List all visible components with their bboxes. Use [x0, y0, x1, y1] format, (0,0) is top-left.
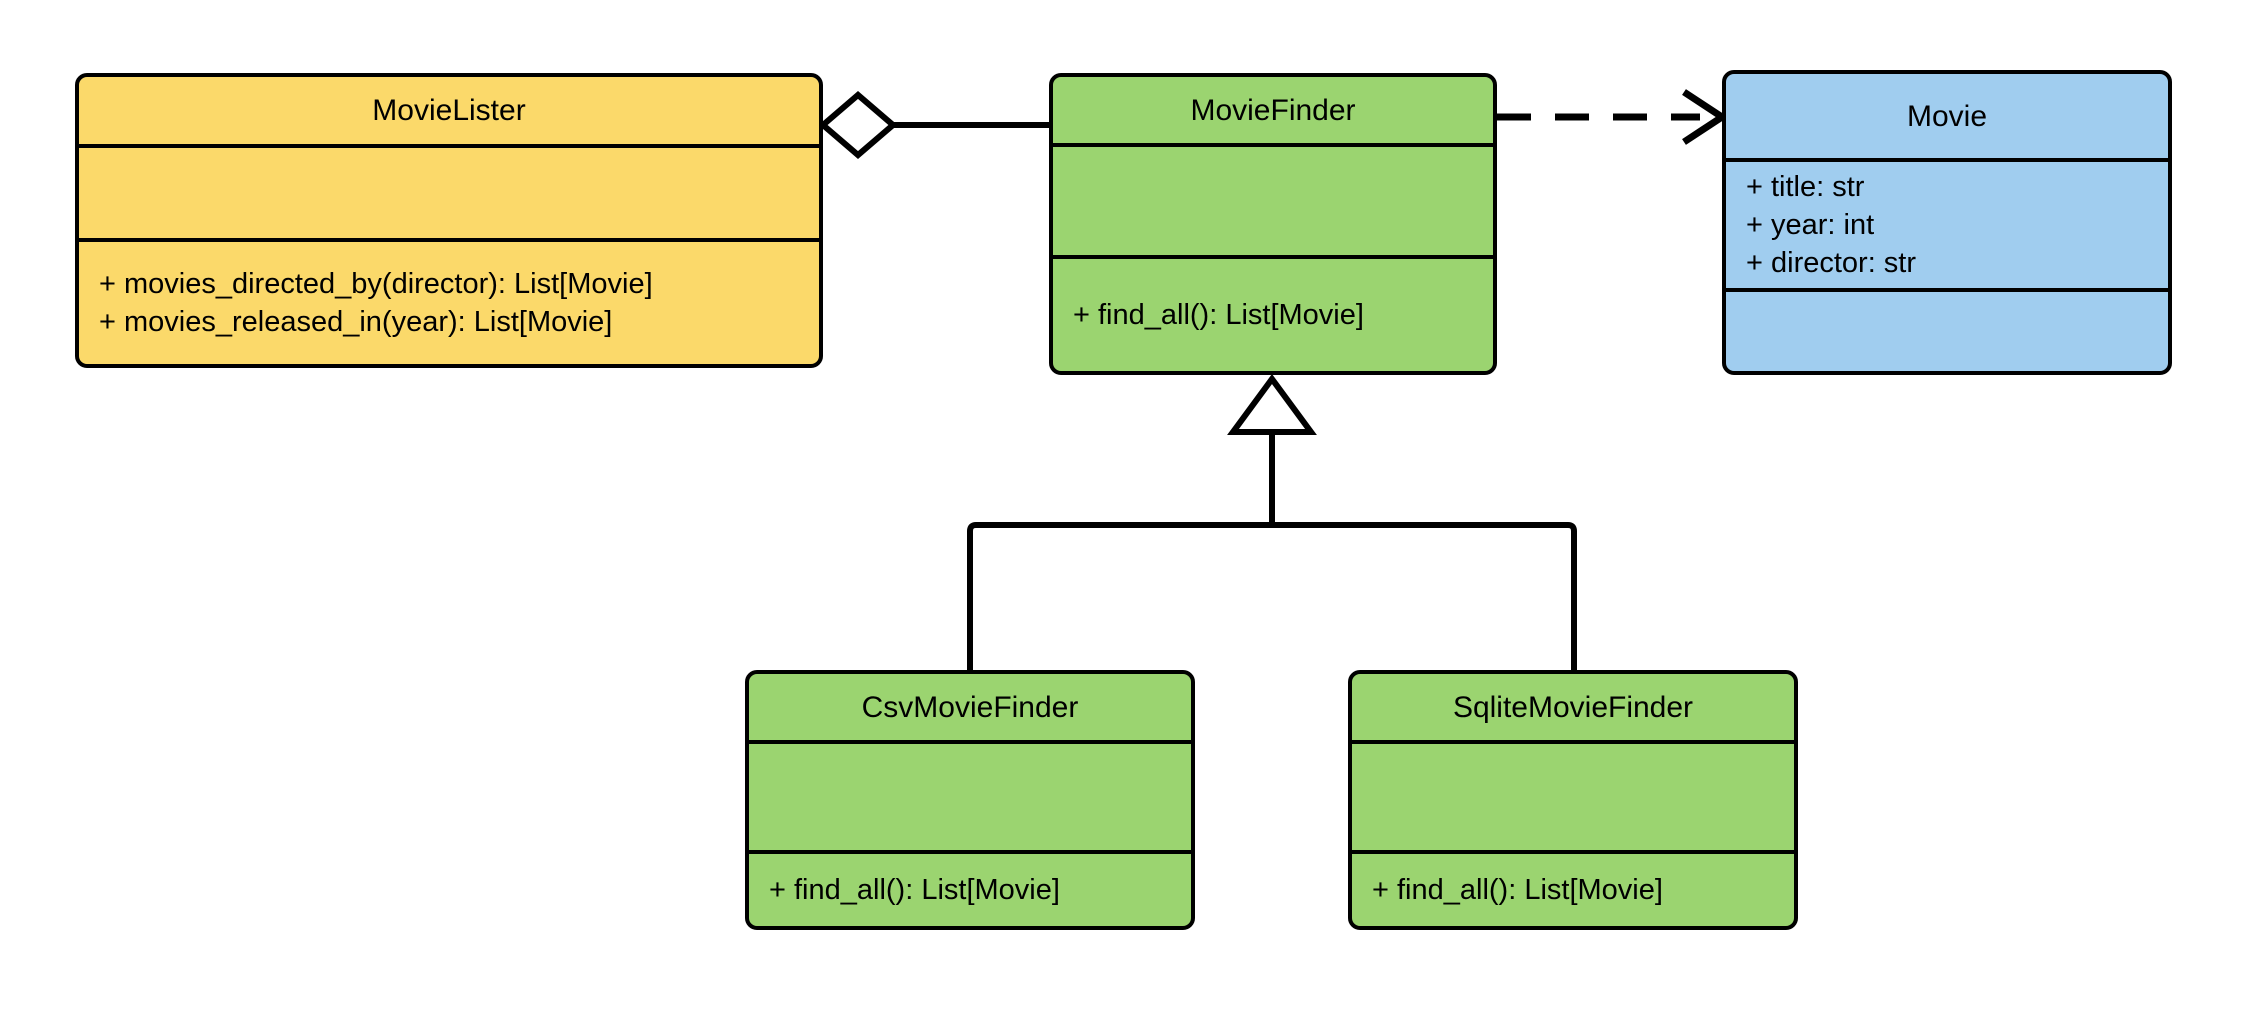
class-box-movie[interactable]: Movie + title: str + year: int + directo… — [1722, 70, 2172, 375]
attribute-item: + year: int — [1746, 208, 1875, 241]
class-attributes-band — [79, 148, 819, 242]
class-name-label: MovieFinder — [1190, 93, 1356, 127]
class-attributes-band — [749, 744, 1191, 854]
operation-item: + find_all(): List[Movie] — [769, 873, 1060, 906]
operation-item: + movies_released_in(year): List[Movie] — [99, 306, 613, 338]
class-operations-band — [1726, 292, 2168, 371]
hollow-diamond-icon — [818, 91, 898, 159]
class-box-csvmoviefinder[interactable]: CsvMovieFinder + find_all(): List[Movie] — [745, 670, 1195, 930]
class-operations-band: + find_all(): List[Movie] — [1352, 854, 1794, 926]
class-attributes-band: + title: str + year: int + director: str — [1726, 162, 2168, 292]
generalization-branch-bar — [967, 522, 1577, 670]
class-box-moviefinder[interactable]: MovieFinder + find_all(): List[Movie] — [1049, 73, 1497, 375]
class-name-band: Movie — [1726, 74, 2168, 162]
operation-item: + movies_directed_by(director): List[Mov… — [99, 267, 653, 300]
class-operations-band: + find_all(): List[Movie] — [749, 854, 1191, 926]
class-name-label: CsvMovieFinder — [861, 690, 1079, 724]
class-name-band: SqliteMovieFinder — [1352, 674, 1794, 744]
attribute-item: + title: str — [1746, 170, 1865, 203]
class-attributes-band — [1352, 744, 1794, 854]
edge-aggregation-movielister-moviefinder — [818, 91, 1049, 159]
class-box-movielister[interactable]: MovieLister + movies_directed_by(directo… — [75, 73, 823, 368]
class-name-label: Movie — [1906, 99, 1988, 133]
class-attributes-band — [1053, 147, 1493, 259]
class-box-sqlitemoviefinder[interactable]: SqliteMovieFinder + find_all(): List[Mov… — [1348, 670, 1798, 930]
edge-dependency-moviefinder-movie — [1497, 89, 1729, 145]
hollow-triangle-icon — [1227, 373, 1317, 435]
operation-item: + find_all(): List[Movie] — [1372, 873, 1663, 906]
class-name-band: CsvMovieFinder — [749, 674, 1191, 744]
class-name-band: MovieFinder — [1053, 77, 1493, 147]
attribute-item: + director: str — [1746, 247, 1917, 280]
open-arrowhead-icon — [1682, 89, 1729, 145]
class-name-label: SqliteMovieFinder — [1452, 690, 1694, 724]
operation-item: + find_all(): List[Movie] — [1073, 298, 1364, 331]
edge-generalization-tree — [967, 373, 1577, 670]
class-name-band: MovieLister — [79, 77, 819, 148]
class-name-label: MovieLister — [372, 94, 526, 127]
class-operations-band: + find_all(): List[Movie] — [1053, 259, 1493, 371]
class-operations-band: + movies_directed_by(director): List[Mov… — [79, 242, 819, 364]
